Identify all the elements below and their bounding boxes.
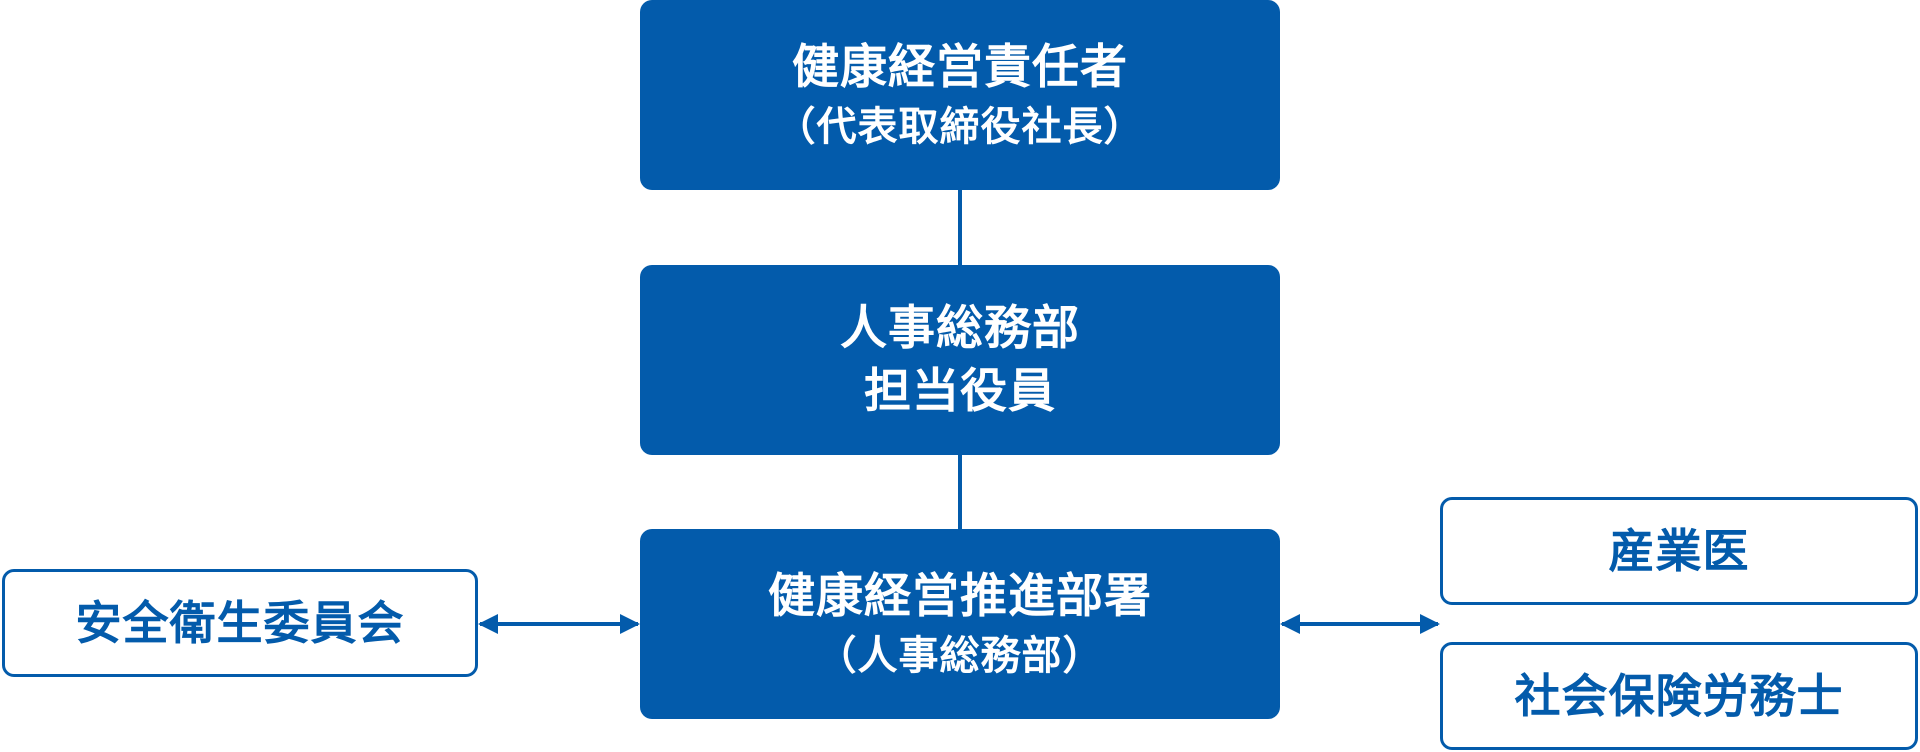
health-promotion-department-subtitle: （人事総務部） xyxy=(816,632,1104,679)
health-management-officer-subtitle: （代表取締役社長） xyxy=(775,103,1145,150)
industrial-physician-box: 産業医 xyxy=(1440,497,1918,605)
health-promotion-department-title: 健康経営推進部署 xyxy=(768,569,1152,625)
health-management-officer-title: 健康経営責任者 xyxy=(792,40,1128,96)
safety-health-committee-box: 安全衛生委員会 xyxy=(2,569,478,677)
industrial-physician-label: 産業医 xyxy=(1608,523,1750,578)
hr-general-affairs-officer-box: 人事総務部 担当役員 xyxy=(640,265,1280,455)
safety-health-committee-label: 安全衛生委員会 xyxy=(75,595,405,650)
health-promotion-department-box: 健康経営推進部署 （人事総務部） xyxy=(640,529,1280,719)
social-insurance-consultant-label: 社会保険労務士 xyxy=(1514,668,1844,723)
hr-general-affairs-officer-subtitle: 担当役員 xyxy=(864,364,1056,419)
social-insurance-consultant-box: 社会保険労務士 xyxy=(1440,642,1918,750)
health-management-officer-box: 健康経営責任者 （代表取締役社長） xyxy=(640,0,1280,190)
hr-general-affairs-officer-title: 人事総務部 xyxy=(840,300,1080,356)
